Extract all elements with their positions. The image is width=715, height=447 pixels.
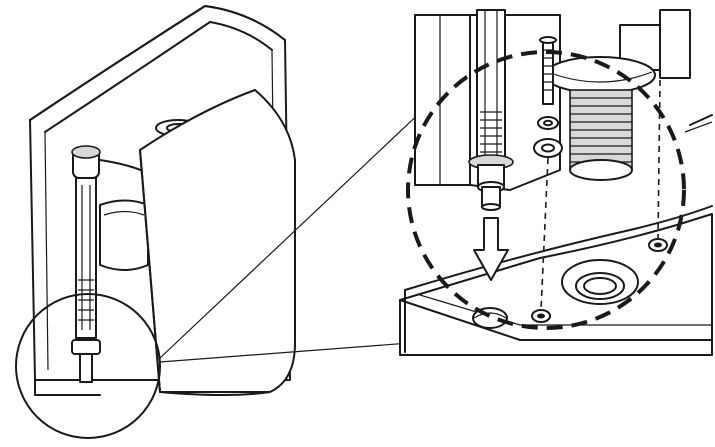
detail-outline-circle (406, 50, 686, 330)
leader-line-top (159, 107, 426, 359)
washer-small (537, 116, 559, 130)
tank-front-wall (139, 89, 297, 393)
toilet-tank-illustration (15, 5, 297, 439)
bolt-hole-front (531, 309, 551, 323)
float-cup (99, 199, 149, 271)
flush-lever (689, 114, 713, 126)
tank-inner-rim (44, 21, 273, 133)
callout-circle (15, 293, 161, 439)
alignment-line-front (540, 157, 549, 311)
tank-left-base (34, 379, 101, 396)
overflow-tube (659, 9, 691, 79)
tank-base-curve (159, 391, 271, 396)
insert-arrow (473, 217, 509, 281)
bolt-hole-back (648, 238, 668, 252)
flush-valve-shank (544, 56, 656, 181)
tank-rim (29, 5, 286, 121)
fill-valve-overview (71, 145, 101, 383)
tank-front-edge (139, 149, 161, 393)
tank-bolt (539, 36, 557, 105)
alignment-line-back (657, 79, 661, 239)
fill-valve-detail (468, 9, 514, 211)
flush-valve-hole (561, 259, 639, 305)
detail-illustration (399, 9, 713, 356)
washer-large (533, 138, 563, 158)
